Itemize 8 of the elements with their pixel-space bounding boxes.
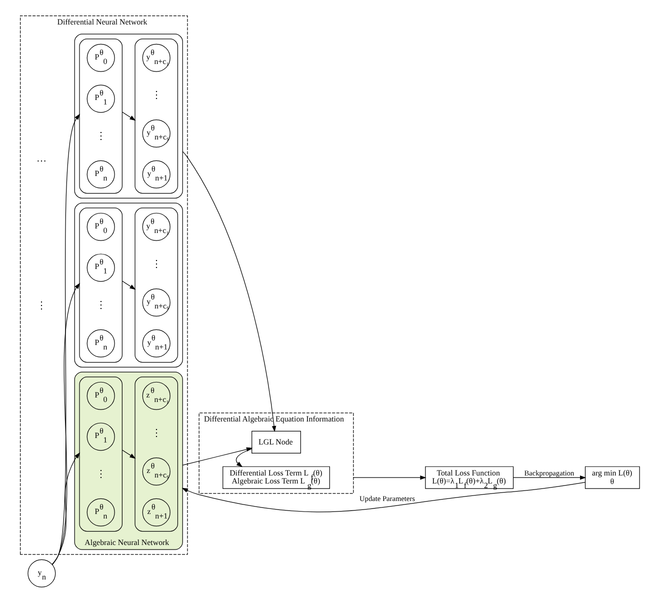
label: ⋯ (36, 156, 47, 167)
label: ⋮ (36, 300, 47, 312)
label: ⋮ (151, 90, 162, 102)
label: ⋮ (96, 468, 106, 480)
label: ⋮ (151, 259, 162, 270)
label: ⋮ (151, 428, 162, 439)
label: ⋮ (96, 130, 106, 142)
label: ⋮ (96, 300, 106, 311)
